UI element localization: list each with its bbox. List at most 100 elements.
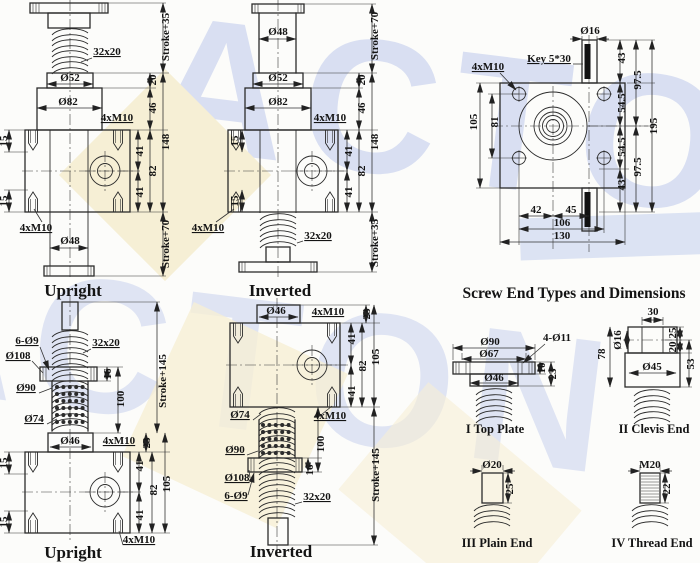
dim-label: 100: [315, 435, 327, 452]
view-caption: Inverted: [249, 281, 312, 300]
view-inverted-bottom: Ø46 4xM10 23 41 82 41 105 Stroke+145 100…: [224, 298, 382, 561]
end-top-plate: Ø90 Ø67 4-Ø11 Ø46 10 23 I Top Plate: [452, 332, 571, 436]
dim-label: Ø20: [482, 459, 502, 471]
dim-label: 43: [616, 52, 628, 64]
dim-label: 23: [141, 437, 153, 449]
dim-label: 22: [661, 483, 673, 495]
dim-label: 41: [346, 334, 358, 345]
bolt-label: 4xM10: [314, 112, 347, 124]
dim-label: 41: [134, 461, 146, 472]
bolt-label: 4xM10: [314, 410, 347, 422]
dim-label: 105: [370, 348, 382, 365]
dim-label: 42: [531, 204, 543, 216]
dim-label: Ø48: [268, 26, 288, 38]
dim-label: 46: [147, 102, 159, 114]
dim-label: 15: [0, 195, 10, 207]
dim-label: Ø67: [479, 348, 499, 360]
end-thread: M20 22 IV Thread End: [611, 459, 692, 550]
end-caption: I Top Plate: [466, 422, 525, 436]
view-caption: Upright: [44, 543, 102, 562]
view-upright-top: Stroke+35 20 46 148 41 82 41 Stroke+70 1…: [0, 0, 172, 300]
dim-label: 20: [356, 74, 368, 86]
dim-label: Ø46: [484, 372, 504, 384]
dim-label: 81: [489, 117, 501, 128]
dim-label: 25: [667, 327, 679, 339]
dim-label: 15: [0, 135, 10, 147]
dim-label: Stroke+35: [369, 218, 381, 267]
dim-label: Ø108: [224, 472, 250, 484]
dim-label: 148: [369, 133, 381, 150]
dim-label: Stroke+70: [160, 219, 172, 268]
dim-label: 15: [0, 516, 10, 528]
thread-label: 32x20: [304, 230, 332, 242]
view-upright-bottom: 6-Ø9 Ø108 Ø90 Ø74 32x20 16 100 Stroke+14…: [0, 296, 173, 562]
dim-label: 20: [667, 341, 679, 353]
dim-label: Ø16: [580, 25, 600, 37]
view-caption: Inverted: [250, 542, 313, 561]
dim-label: Ø46: [60, 435, 80, 447]
dim-label: 53: [685, 358, 697, 370]
dim-label: 130: [554, 230, 571, 242]
dim-label: 54.5: [616, 137, 628, 157]
bolt-label: 4xM10: [192, 222, 225, 234]
dim-label: M20: [639, 459, 661, 471]
thread-label: 32x20: [93, 46, 121, 58]
bolt-label: 4xM10: [123, 534, 156, 546]
bolt-label: 4xM10: [103, 435, 136, 447]
bolt-label: 4xM10: [20, 222, 53, 234]
dim-label: 105: [468, 113, 480, 130]
dim-label: 97.5: [632, 157, 644, 177]
dim-label: 30: [648, 306, 660, 318]
bolt-label: 4xM10: [472, 61, 505, 73]
dim-label: Ø48: [60, 235, 80, 247]
dim-label: 15: [0, 457, 10, 469]
dim-label: 97.5: [632, 70, 644, 90]
dim-label: Stroke+145: [157, 354, 169, 408]
dim-label: Ø52: [60, 72, 80, 84]
view-caption: Upright: [44, 281, 102, 300]
view-inverted-top: Stroke+70 20 46 148 41 82 41 Stroke+35 1…: [192, 0, 381, 300]
dim-label: 78: [596, 348, 608, 360]
dim-label: 45: [566, 204, 578, 216]
dim-label: 16: [102, 368, 114, 380]
dim-label: Ø90: [225, 444, 245, 456]
dim-label: 82: [148, 484, 160, 496]
dim-label: Ø82: [58, 96, 78, 108]
dim-label: 46: [356, 102, 368, 114]
dim-label: 41: [343, 146, 355, 157]
dim-label: 41: [134, 146, 146, 157]
dim-label: 15: [229, 195, 241, 207]
dim-label: Ø16: [612, 330, 624, 350]
dim-label: Ø90: [480, 336, 500, 348]
dim-label: Ø45: [642, 361, 662, 373]
dim-label: 106: [554, 217, 571, 229]
dim-label: Ø82: [268, 96, 288, 108]
thread-label: 32x20: [303, 491, 331, 503]
view-flange: Ø16 Key 5*30 4xM10 105 81 43 54.5 54.5 4…: [468, 25, 660, 252]
bolt-label: 4xM10: [101, 112, 134, 124]
dim-label: 25: [504, 483, 516, 495]
dim-label: 43: [616, 179, 628, 191]
key-label: Key 5*30: [527, 53, 571, 65]
dim-label: 23: [547, 368, 559, 380]
dim-label: Ø52: [268, 72, 288, 84]
dim-label: 82: [147, 165, 159, 177]
dim-label: 16: [304, 464, 316, 476]
dim-label: 41: [134, 187, 146, 198]
end-plain: Ø20 25 III Plain End: [462, 459, 533, 550]
dim-label: 148: [160, 133, 172, 150]
dim-label: 41: [343, 187, 355, 198]
dim-label: 82: [357, 360, 369, 372]
dim-label: Stroke+145: [370, 448, 382, 502]
dim-label: Stroke+70: [369, 11, 381, 60]
dim-label: 41: [346, 386, 358, 397]
dim-label: Ø90: [16, 382, 36, 394]
hole-label: 6-Ø9: [224, 490, 248, 502]
dim-label: 23: [361, 308, 373, 320]
dim-label: 100: [115, 390, 127, 407]
dim-label: Ø74: [24, 413, 44, 425]
dim-label: Ø74: [230, 409, 250, 421]
dim-label: 20: [147, 74, 159, 86]
